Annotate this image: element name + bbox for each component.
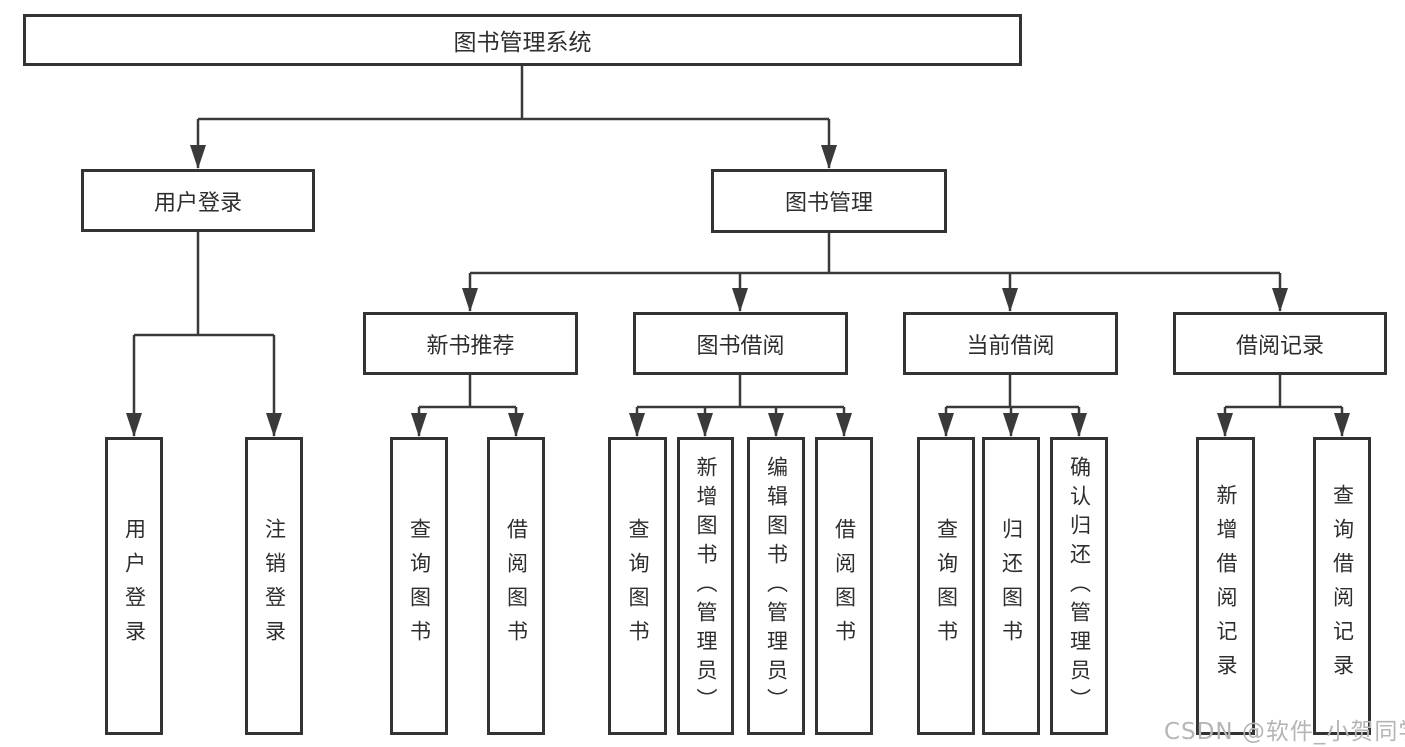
leaf-confirm-return-admin: 确认归还（管理员） <box>1050 437 1108 735</box>
node-book-management-label: 图书管理 <box>784 191 873 216</box>
node-book-borrowing-label: 图书借阅 <box>696 333 785 359</box>
leaf-user-login-label: 用户登录 <box>122 518 147 654</box>
leaf-borrow-books-2: 借阅图书 <box>815 437 873 735</box>
leaf-add-borrow-record: 新增借阅记录 <box>1196 437 1255 735</box>
node-borrowing-records: 借阅记录 <box>1173 312 1387 375</box>
connector-book-borrowing <box>629 375 852 437</box>
node-user-login-label: 用户登录 <box>153 190 242 216</box>
node-book-borrowing: 图书借阅 <box>633 312 848 375</box>
leaf-user-login: 用户登录 <box>105 437 163 735</box>
node-new-book-recommend-label: 新书推荐 <box>426 333 515 359</box>
leaf-query-borrow-record-label: 查询借阅记录 <box>1330 484 1355 688</box>
leaf-borrow-books-1: 借阅图书 <box>487 437 545 735</box>
connector-new-book-recommend <box>411 375 524 437</box>
leaf-return-books-label: 归还图书 <box>999 518 1024 654</box>
leaf-return-books: 归还图书 <box>982 437 1040 735</box>
leaf-borrow-books-2-label: 借阅图书 <box>832 518 857 654</box>
leaf-query-books-3: 查询图书 <box>917 437 975 735</box>
leaf-edit-book-admin: 编辑图书（管理员） <box>747 437 805 735</box>
leaf-logout-login-label: 注销登录 <box>262 518 287 654</box>
node-borrowing-records-label: 借阅记录 <box>1235 333 1324 359</box>
leaf-add-book-admin-label: 新增图书（管理员） <box>694 455 718 717</box>
node-current-borrowing: 当前借阅 <box>903 312 1118 375</box>
leaf-logout-login: 注销登录 <box>245 437 303 735</box>
connector-user-login <box>126 232 282 437</box>
leaf-query-books-3-label: 查询图书 <box>934 518 959 654</box>
connector-current-borrowing <box>938 375 1087 437</box>
node-user-login: 用户登录 <box>81 169 315 232</box>
leaf-query-books-1: 查询图书 <box>390 437 448 735</box>
leaf-confirm-return-admin-label: 确认归还（管理员） <box>1067 455 1092 717</box>
node-root: 图书管理系统 <box>23 14 1022 66</box>
leaf-add-book-admin: 新增图书（管理员） <box>677 437 734 735</box>
connector-root <box>190 66 837 169</box>
leaf-query-books-2-label: 查询图书 <box>626 518 650 654</box>
connector-book-management <box>462 232 1288 312</box>
node-root-label: 图书管理系统 <box>453 30 592 56</box>
connector-borrowing-records <box>1217 375 1350 437</box>
leaf-query-borrow-record: 查询借阅记录 <box>1313 437 1371 735</box>
leaf-borrow-books-1-label: 借阅图书 <box>504 518 529 654</box>
leaf-query-books-2: 查询图书 <box>608 437 667 735</box>
leaf-query-books-1-label: 查询图书 <box>407 518 432 654</box>
node-new-book-recommend: 新书推荐 <box>363 312 578 375</box>
leaf-add-borrow-record-label: 新增借阅记录 <box>1214 484 1238 688</box>
leaf-edit-book-admin-label: 编辑图书（管理员） <box>764 455 789 717</box>
node-current-borrowing-label: 当前借阅 <box>966 333 1055 359</box>
node-book-management: 图书管理 <box>711 169 947 233</box>
